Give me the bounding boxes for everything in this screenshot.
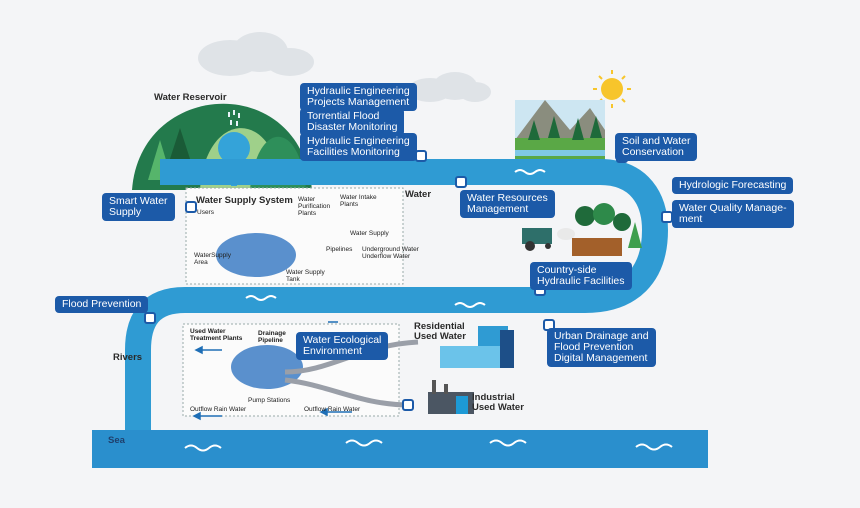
flood-prevention-label[interactable]: Flood Prevention (55, 296, 149, 313)
farm (522, 203, 642, 256)
hydraulic-facilities-label[interactable]: Hydraulic Engineering Facilities Monitor… (300, 133, 417, 161)
water-supply-text: Water Supply (350, 230, 389, 237)
residential-text: Residential Used Water (414, 321, 466, 342)
rivers-text: Rivers (113, 352, 143, 363)
residential-building (440, 326, 514, 368)
water-supply-tank-text: Water Supply Tank (286, 269, 325, 283)
industrial-plant (428, 380, 474, 414)
industrial-text: Industrial Used Water (472, 392, 524, 413)
waves (184, 169, 673, 452)
sea (92, 430, 708, 468)
smart-water-label[interactable]: Smart Water Supply (102, 193, 175, 221)
hydraulic-projects-label[interactable]: Hydraulic Engineering Projects Managemen… (300, 83, 417, 111)
urban-drainage-label[interactable]: Urban Drainage and Flood Prevention Digi… (547, 328, 656, 367)
soil-water-label[interactable]: Soil and Water Conservation (615, 133, 698, 161)
outflow-rain-water-1: Outflow Rain Water (190, 406, 247, 413)
sun-icon (593, 70, 631, 108)
water-supply-system-title: Water Supply System (196, 195, 293, 206)
sea-text: Sea (108, 435, 125, 446)
mountain-landscape (515, 100, 605, 162)
water-ecological-label[interactable]: Water Ecological Environment (296, 332, 389, 360)
pump-stations-text: Pump Stations (248, 397, 291, 404)
water-quality-label[interactable]: Water Quality Manage- ment (672, 200, 794, 228)
countryside-label[interactable]: Country-side Hydraulic Facilities (530, 262, 632, 290)
clouds (198, 32, 491, 102)
pipelines-text: Pipelines (326, 246, 353, 253)
water-purification-text: Water Purification Plants (298, 196, 331, 217)
torrential-flood-label[interactable]: Torrential Flood Disaster Monitoring (300, 108, 405, 136)
hydrologic-label[interactable]: Hydrologic Forecasting (672, 177, 794, 194)
used-water-plants-text: Used Water Treatment Plants (190, 328, 243, 342)
underground-text: Underground Water Underflow Water (362, 246, 419, 260)
water-resources-label[interactable]: Water Resources Management (460, 190, 555, 218)
outflow-rain-water-2: Outflow Rain Water (304, 406, 361, 413)
drainage-pipeline-text: Drainage Pipeline (258, 330, 286, 344)
water-intake-text: Water Intake Plants (340, 194, 377, 208)
water-text: Water (405, 189, 432, 200)
water-reservoir-text: Water Reservoir (154, 92, 227, 103)
users-text: Users (197, 209, 214, 216)
water-supply-area-text: WaterSupply Area (194, 252, 231, 266)
